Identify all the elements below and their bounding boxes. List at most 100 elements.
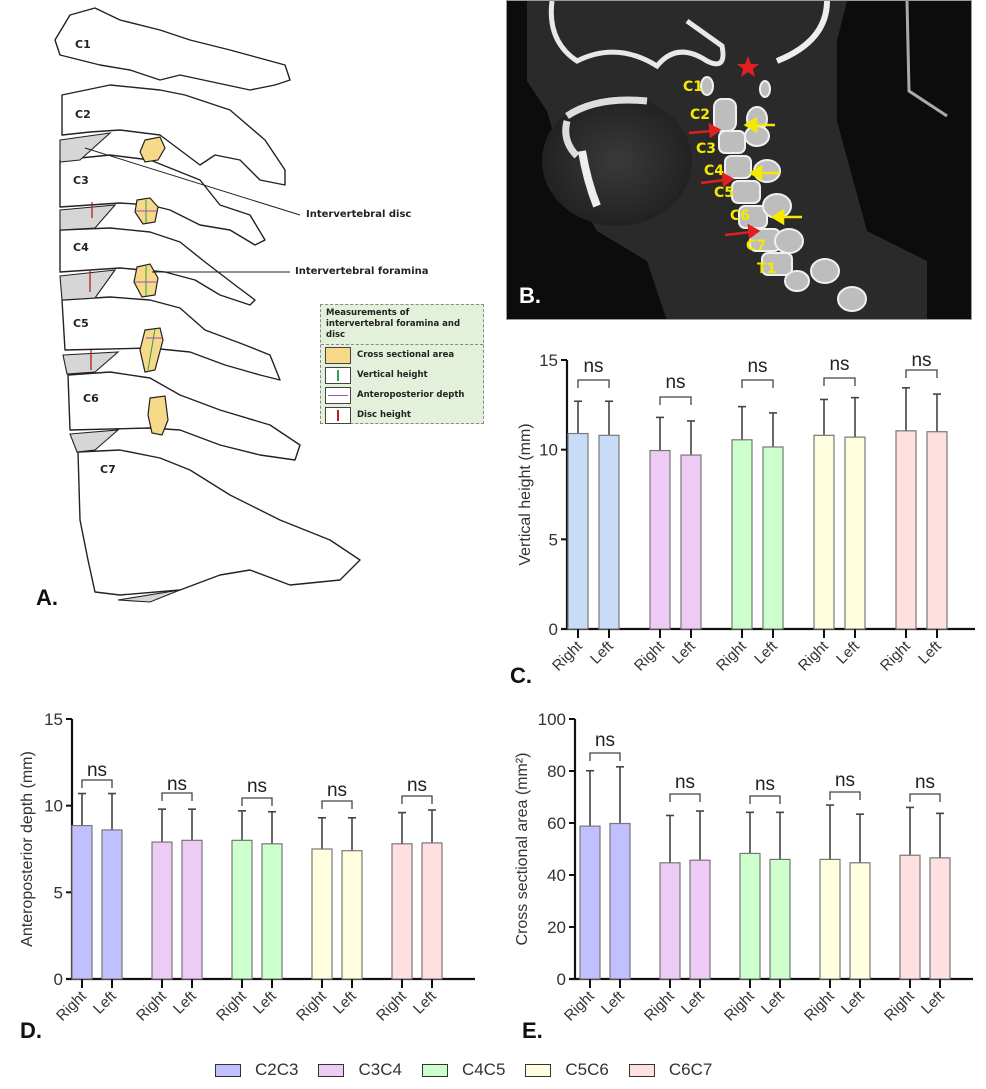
x-tick-label: Right [561,987,598,1024]
red-arrow-icon [724,223,761,240]
bar-c4c5-left [261,843,283,980]
bar-c2c3-right [567,432,589,630]
bar-c4c5-right [739,852,761,980]
bar-c4c5-right [231,839,253,980]
bar-c3c4-right [649,449,671,630]
significance-label: ns [755,774,775,795]
bar-c6c7-left [421,842,443,980]
x-tick-label: Right [877,637,914,674]
legend-item-c2c3: C2C3 [215,1060,298,1080]
label-c6: C6 [83,392,99,405]
vertical-arrow-icon [325,406,351,424]
yellow-arrow-icon [748,164,780,182]
y-tick-label: 60 [547,814,566,833]
ct-label-t1: T1 [757,261,777,277]
ct-label-c6: C6 [730,208,751,224]
significance-label: ns [595,730,615,751]
x-tick-label: Left [250,987,280,1017]
y-tick-label: 15 [44,710,63,729]
x-tick-label: Right [721,987,758,1024]
panel-b-ct-scan: C1 C2 C3 C4 C5 C6 C7 T1 B. [506,0,972,320]
disc-c4c5 [59,269,117,301]
horizontal-arrow-icon [325,386,351,404]
red-arrow-icon [700,171,735,188]
significance-bracket [749,795,781,804]
bar-c3c4-left [181,839,203,980]
panel-a-spine-diagram: C1 C2 C3 C4 C5 C6 C7 Intervertebral disc… [0,0,500,620]
bar-c3c4-left [689,859,711,980]
vertical-arrow-icon [325,366,351,384]
bar-c5c6-right [311,848,333,980]
x-tick-label: Right [213,987,250,1024]
x-tick-label: Right [881,987,918,1024]
label-c2: C2 [75,108,91,121]
measurement-legend-title: Measurements of intervertebral foramina … [321,305,483,345]
y-tick-label: 0 [557,970,566,989]
x-tick-label: Right [801,987,838,1024]
measurement-legend-box: Measurements of intervertebral foramina … [320,304,484,424]
x-tick-label: Right [133,987,170,1024]
significance-label: ns [747,356,767,377]
measurement-legend-item: Disc height [321,405,483,425]
vertebra-c3 [59,154,266,246]
red-arrow-icon [688,122,722,139]
bar-c6c7-left [929,857,951,980]
vertebra-c4 [59,227,256,306]
x-tick-label: Left [833,637,863,667]
x-tick-label: Left [330,987,360,1017]
significance-label: ns [835,770,855,791]
significance-bracket [829,791,861,800]
y-tick-label: 0 [54,970,63,989]
x-tick-label: Left [838,987,868,1017]
bar-c6c7-left [926,431,948,630]
x-tick-label: Left [915,637,945,667]
label-c5: C5 [73,317,89,330]
ct-sagittal-image [527,1,948,319]
measurement-legend-item: Vertical height [321,365,483,385]
x-tick-label: Left [90,987,120,1017]
disc-c3c4 [59,204,117,231]
bar-c5c6-left [341,850,363,980]
y-tick-label: 0 [549,620,558,639]
significance-label: ns [665,372,685,393]
significance-bracket [669,793,701,802]
bar-c2c3-left [598,434,620,630]
y-tick-label: 40 [547,866,566,885]
significance-bracket [659,396,692,405]
x-tick-label: Left [587,637,617,667]
legend-item-c4c5: C4C5 [421,1060,505,1080]
bar-c2c3-right [579,825,601,980]
foramen-c2c3 [139,136,166,163]
x-tick-label: Left [751,637,781,667]
y-tick-label: 20 [547,918,566,937]
y-tick-label: 5 [549,530,558,549]
disc-c6c7 [69,429,120,453]
x-tick-label: Left [918,987,948,1017]
measurement-legend-item: Cross sectional area [321,345,483,365]
x-tick-label: Left [669,637,699,667]
y-tick-label: 10 [44,797,63,816]
significance-bracket [401,795,433,804]
x-tick-label: Right [293,987,330,1024]
bar-c6c7-right [895,430,917,630]
significance-label: ns [247,776,267,797]
panel-d-label: D. [20,1018,42,1043]
bar-c5c6-left [844,436,866,630]
x-tick-label: Left [598,987,628,1017]
x-tick-label: Left [410,987,440,1017]
significance-bracket [81,779,113,788]
significance-bracket [905,369,938,378]
x-tick-label: Right [373,987,410,1024]
significance-label: ns [167,774,187,795]
significance-label: ns [829,354,849,375]
legend-item-c6c7: C6C7 [628,1060,712,1080]
bar-c2c3-left [101,829,123,980]
bar-c4c5-right [731,439,753,630]
legend-swatch [525,1063,552,1077]
ct-label-c4: C4 [704,163,725,179]
legend-item-c3c4: C3C4 [318,1060,402,1080]
significance-label: ns [911,350,931,371]
